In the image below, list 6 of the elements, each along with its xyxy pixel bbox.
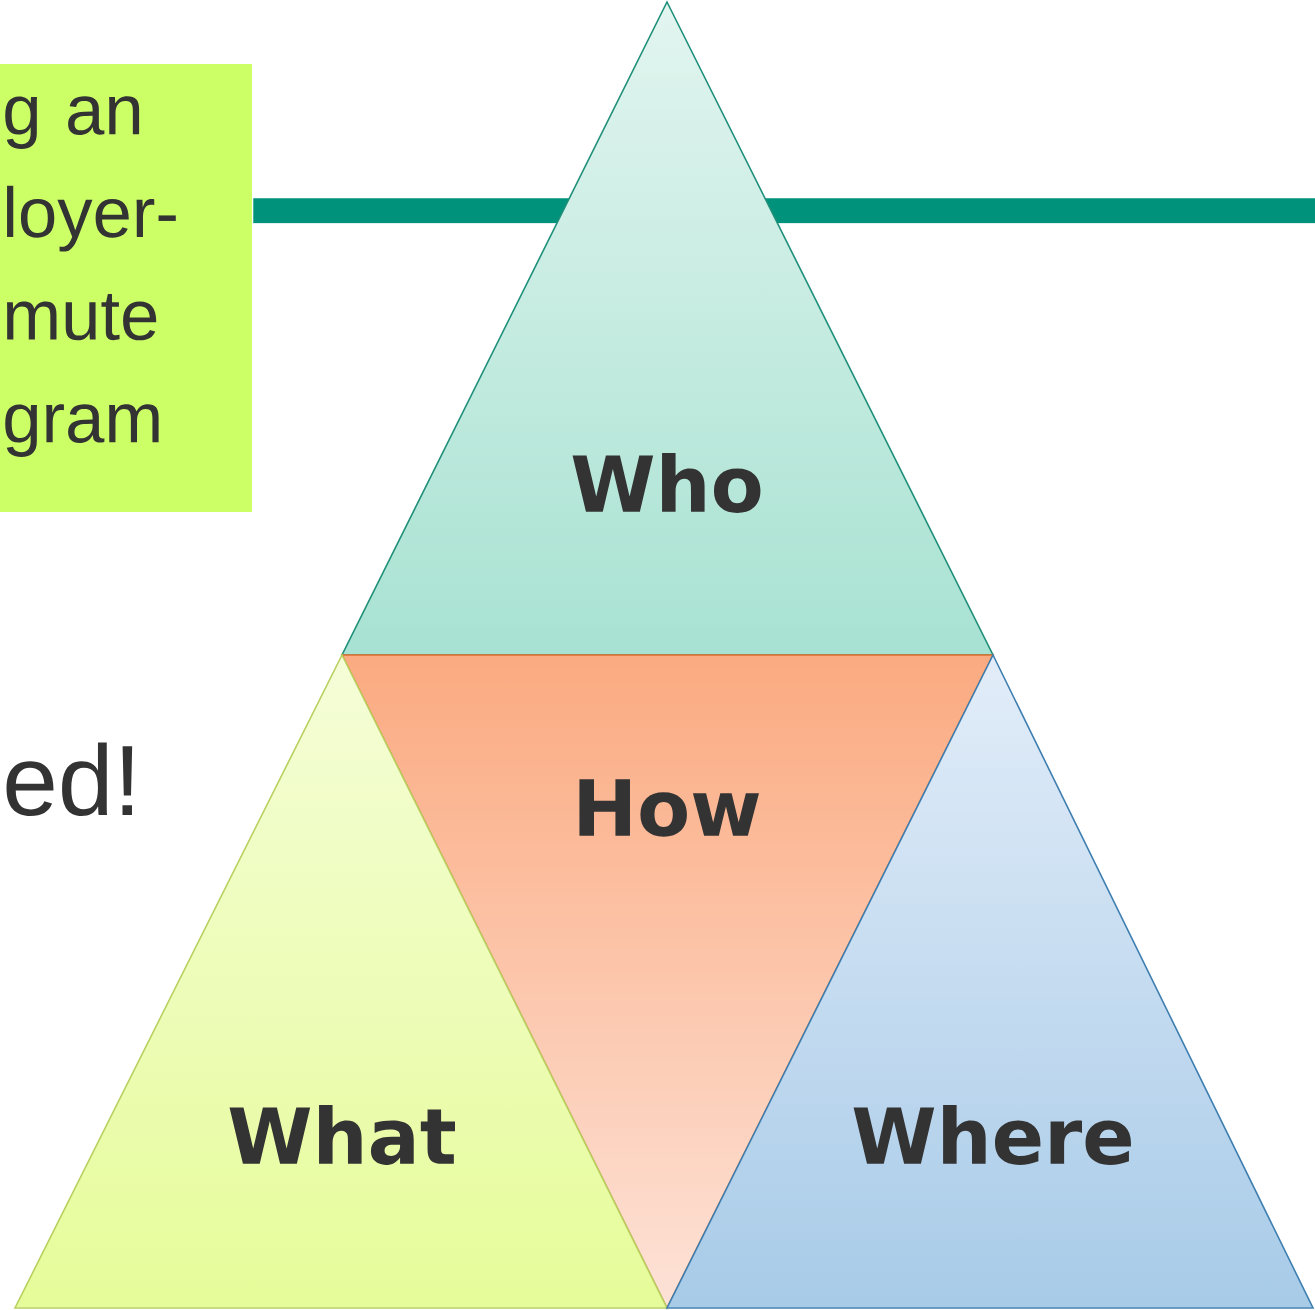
triangle-label: Who [572,453,761,513]
text: ed! [6,742,133,816]
triangle-label: How [579,779,759,837]
triangle-label: What [229,1105,455,1165]
triangle-label: Where [853,1105,1131,1165]
text-box: g an loyer- mute gram [0,64,252,512]
